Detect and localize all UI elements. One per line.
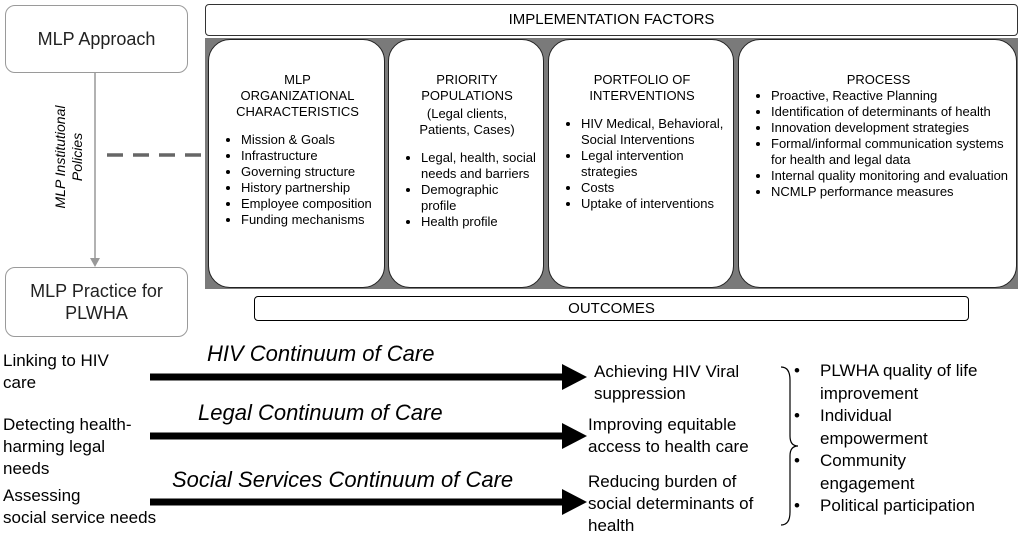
legal-continuum-arrow (150, 423, 587, 449)
list-item: Individual empowerment (794, 405, 970, 450)
list-item: Uptake of interventions (581, 196, 727, 212)
list-item: PLWHA quality of life improvement (794, 360, 1021, 405)
final-outcomes-list: PLWHA quality of life improvement Indivi… (794, 360, 1021, 518)
list-item: History partnership (241, 180, 378, 196)
list-item: Governing structure (241, 164, 378, 180)
list-item: Employee composition (241, 196, 378, 212)
column-title: MLP ORGANIZATIONAL CHARACTERISTICS (236, 72, 359, 119)
list-item: Proactive, Reactive Planning (771, 88, 1010, 104)
list-item: Legal intervention strategies (581, 148, 727, 180)
mlp-approach-box: MLP Approach (5, 5, 188, 73)
list-item: Innovation development strategies (771, 120, 1010, 136)
list-item: HIV Medical, Behavioral, Social Interven… (581, 116, 727, 148)
priority-populations-column: PRIORITY POPULATIONS (Legal clients, Pat… (388, 39, 544, 288)
column-title: PORTFOLIO OF INTERVENTIONS (589, 72, 695, 103)
implementation-header: IMPLEMENTATION FACTORS (205, 4, 1018, 36)
list-item: NCMLP performance measures (771, 184, 1010, 200)
hiv-continuum-label: HIV Continuum of Care (207, 341, 435, 366)
list-item: Political participation (794, 495, 1021, 518)
left-connector (90, 72, 203, 267)
column-title: PROCESS (846, 72, 911, 87)
list-item: Costs (581, 180, 727, 196)
list-item: Demographic profile (421, 182, 537, 214)
list-item: Legal, health, social needs and barriers (421, 150, 537, 182)
list-item: Infrastructure (241, 148, 378, 164)
portfolio-column: PORTFOLIO OF INTERVENTIONS HIV Medical, … (548, 39, 734, 288)
right-arrow-icon (562, 489, 587, 515)
right-arrow-icon (562, 423, 587, 449)
down-arrow-icon (90, 258, 100, 267)
social-continuum-label: Social Services Continuum of Care (172, 467, 514, 492)
org-characteristics-column: MLP ORGANIZATIONAL CHARACTERISTICS Missi… (208, 39, 385, 288)
mlp-approach-label: MLP Approach (37, 29, 156, 49)
legal-continuum-label: Legal Continuum of Care (198, 400, 443, 425)
right-arrow-icon (562, 364, 587, 390)
outcomes-bracket (780, 366, 799, 526)
list-item: Formal/informal communication systems fo… (771, 136, 1010, 168)
social-continuum-arrow (150, 489, 587, 515)
column-title: PRIORITY POPULATIONS (421, 72, 513, 103)
list-item: Funding mechanisms (241, 212, 378, 228)
list-item: Health profile (421, 214, 537, 230)
outcomes-header: OUTCOMES (254, 296, 969, 321)
list-item: Internal quality monitoring and evaluati… (771, 168, 1010, 184)
list-item: Mission & Goals (241, 132, 378, 148)
list-item: Community engagement (794, 450, 950, 495)
hiv-continuum-arrow (150, 364, 587, 390)
list-item: Identification of determinants of health (771, 104, 1010, 120)
column-subtitle: (Legal clients, Patients, Cases) (419, 106, 515, 137)
mlp-practice-box: MLP Practice for PLWHA (5, 267, 188, 337)
process-column: PROCESS Proactive, Reactive Planning Ide… (738, 39, 1017, 288)
